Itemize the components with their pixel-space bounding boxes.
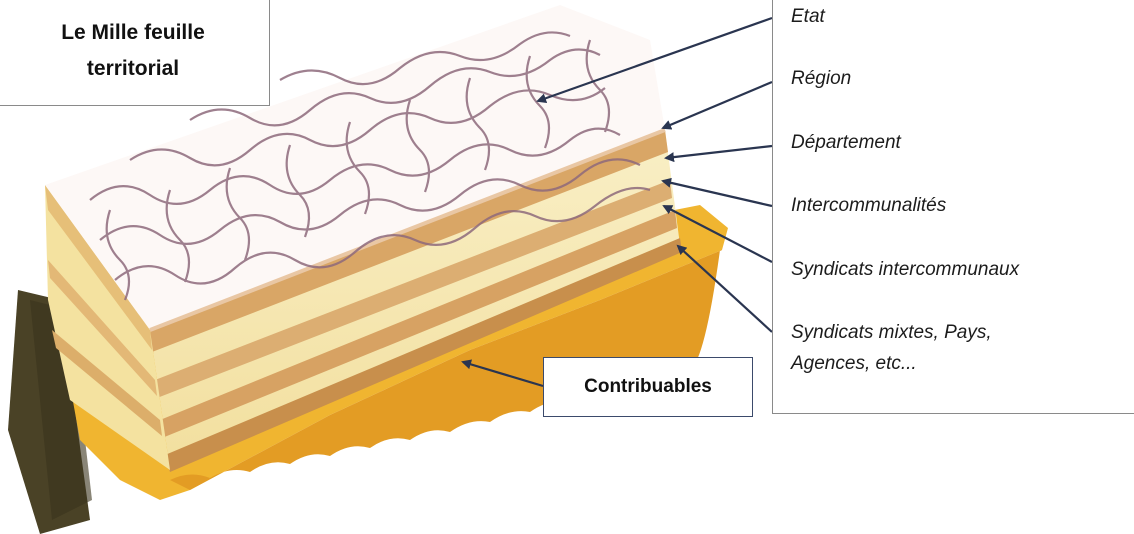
- arrow-intercommunalites: [663, 181, 772, 206]
- label-intercommunalites: Intercommunalités: [791, 195, 946, 217]
- label-departement: Département: [791, 132, 901, 154]
- contribuables-box: Contribuables: [543, 357, 753, 417]
- title-line-1: Le Mille feuille: [61, 15, 205, 51]
- arrow-region: [663, 82, 772, 128]
- contribuables-label: Contribuables: [584, 376, 712, 398]
- label-syndicats-mixtes-line1: Syndicats mixtes, Pays,: [791, 317, 1091, 348]
- label-etat: Etat: [791, 6, 825, 28]
- label-syndicats-mixtes-line2: Agences, etc...: [791, 348, 1091, 379]
- label-syndicats-intercommunaux: Syndicats intercommunaux: [791, 259, 1019, 281]
- label-syndicats-mixtes: Syndicats mixtes, Pays, Agences, etc...: [791, 317, 1091, 379]
- title-line-2: territorial: [87, 51, 179, 87]
- diagram-title: Le Mille feuille territorial: [0, 0, 270, 106]
- label-region: Région: [791, 68, 851, 90]
- arrow-departement: [666, 146, 772, 158]
